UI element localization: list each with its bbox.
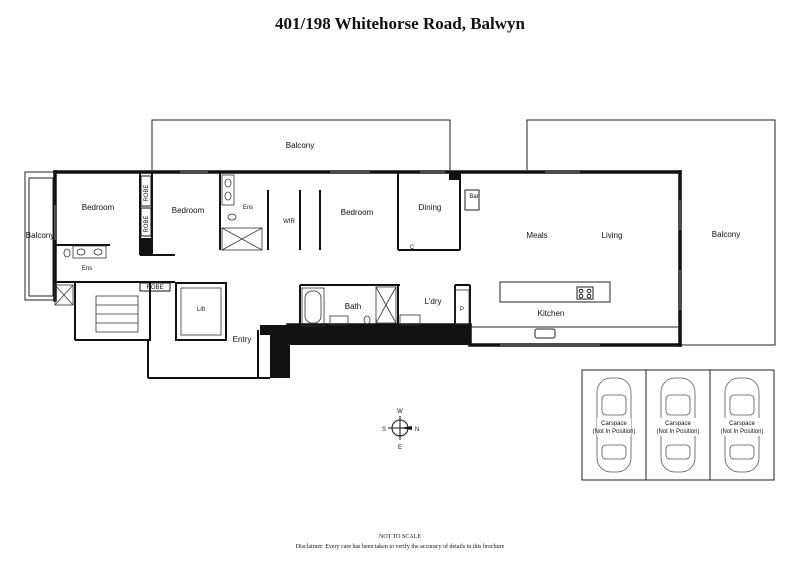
disclaimer: Disclaimer: Every care has been taken to…: [295, 544, 505, 550]
plan-title: 401/198 Whitehorse Road, Balwyn: [275, 14, 525, 33]
label-bath: Bath: [345, 302, 361, 311]
label-bar: Bar: [469, 194, 478, 200]
label-meals: Meals: [526, 231, 547, 240]
label-entry: Entry: [233, 335, 252, 344]
carspace-area: Carspace (Not In Position) Carspace (Not…: [581, 369, 775, 481]
carspace-1-note: (Not In Position): [592, 429, 635, 435]
label-cupboard: C: [410, 245, 415, 251]
label-ensuite-2: Ens: [243, 205, 253, 211]
label-laundry: L'dry: [424, 297, 441, 306]
label-bedroom-1: Bedroom: [82, 203, 115, 212]
label-balcony-right: Balcony: [712, 230, 740, 239]
carspace-2-label: Carspace: [665, 421, 691, 427]
label-living: Living: [602, 231, 623, 240]
label-balcony-left: Balcony: [26, 231, 54, 240]
label-bedroom-3: Bedroom: [341, 208, 374, 217]
compass-e: E: [398, 445, 402, 451]
compass: W E S N: [382, 409, 419, 451]
label-ensuite-1: Ens: [82, 266, 92, 272]
entry-wall-block: [260, 325, 470, 378]
compass-w: W: [397, 409, 403, 415]
label-robe-2: ROBE: [144, 215, 150, 232]
label-robe-1: ROBE: [144, 184, 150, 201]
balcony-top-outline: [151, 119, 451, 170]
balcony-right-outline: [526, 119, 776, 346]
not-to-scale-note: NOT TO SCALE: [378, 534, 421, 540]
carspace-1-label: Carspace: [601, 421, 627, 427]
label-kitchen: Kitchen: [538, 309, 565, 318]
balcony-left-inner: [28, 177, 54, 297]
carspace-2-note: (Not In Position): [656, 429, 699, 435]
carspace-3-note: (Not In Position): [720, 429, 763, 435]
compass-n: N: [415, 427, 419, 433]
balcony-left-outline: [24, 171, 55, 301]
label-robe-3: ROBE: [146, 285, 163, 291]
label-wir: WIR: [283, 219, 295, 225]
compass-s: S: [382, 427, 386, 433]
label-lift: Lift: [197, 307, 205, 313]
label-pantry: P: [460, 307, 464, 313]
label-dining: Dining: [419, 203, 442, 212]
label-balcony-top: Balcony: [286, 141, 314, 150]
carspace-3-label: Carspace: [729, 421, 755, 427]
label-bedroom-2: Bedroom: [172, 206, 205, 215]
